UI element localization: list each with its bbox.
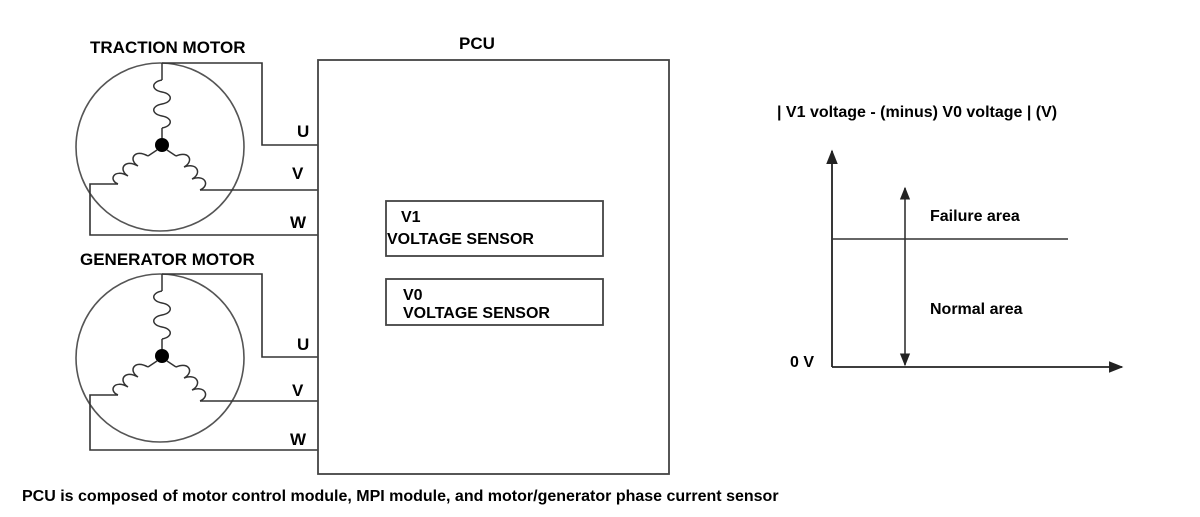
footer-note: PCU is composed of motor control module,…	[22, 488, 779, 505]
graph-y-axis-label: | V1 voltage - (minus) V0 voltage | (V)	[777, 104, 1057, 121]
graph-normal-area-label: Normal area	[930, 301, 1023, 318]
v1-voltage-sensor: V1 VOLTAGE SENSOR	[385, 200, 604, 257]
v0-sensor-type: VOLTAGE SENSOR	[403, 305, 550, 322]
generator-wire-u	[162, 273, 318, 358]
traction-motor-neutral-point	[155, 138, 169, 152]
traction-motor-coil-v	[166, 149, 212, 191]
pcu-title: PCU	[459, 34, 495, 53]
generator-wire-w	[89, 394, 318, 451]
voltage-graph: | V1 voltage - (minus) V0 voltage | (V) …	[777, 104, 1124, 373]
traction-motor-title: TRACTION MOTOR	[90, 38, 246, 57]
traction-motor: TRACTION MOTOR U V W	[75, 38, 318, 236]
traction-motor-coil-w	[92, 149, 158, 185]
v0-sensor-label: V0	[403, 287, 423, 304]
generator-terminal-v: V	[292, 381, 304, 400]
generator-motor-coil-v	[166, 360, 212, 402]
generator-motor-coil-w	[92, 360, 158, 396]
traction-terminal-w: W	[290, 213, 307, 232]
v1-sensor-type: VOLTAGE SENSOR	[387, 231, 534, 248]
traction-wire-u	[162, 62, 318, 146]
traction-motor-coil-u	[153, 63, 171, 138]
generator-motor-title: GENERATOR MOTOR	[80, 250, 255, 269]
v0-sensor-box	[385, 278, 604, 326]
v0-voltage-sensor: V0 VOLTAGE SENSOR	[385, 278, 604, 326]
generator-motor-neutral-point	[155, 349, 169, 363]
v1-sensor-box	[385, 200, 604, 257]
graph-origin-label: 0 V	[790, 354, 814, 371]
pcu-block: PCU V1 VOLTAGE SENSOR V0 VOLTAGE SENSOR	[317, 34, 670, 475]
pcu-outline	[317, 59, 670, 475]
traction-terminal-v: V	[292, 164, 304, 183]
graph-failure-area-label: Failure area	[930, 208, 1020, 225]
v1-sensor-label: V1	[401, 209, 421, 226]
generator-motor: GENERATOR MOTOR U V W	[75, 250, 318, 451]
generator-terminal-u: U	[297, 335, 309, 354]
generator-terminal-w: W	[290, 430, 307, 449]
traction-terminal-u: U	[297, 122, 309, 141]
generator-motor-coil-u	[153, 274, 171, 349]
traction-wire-w	[89, 183, 318, 236]
